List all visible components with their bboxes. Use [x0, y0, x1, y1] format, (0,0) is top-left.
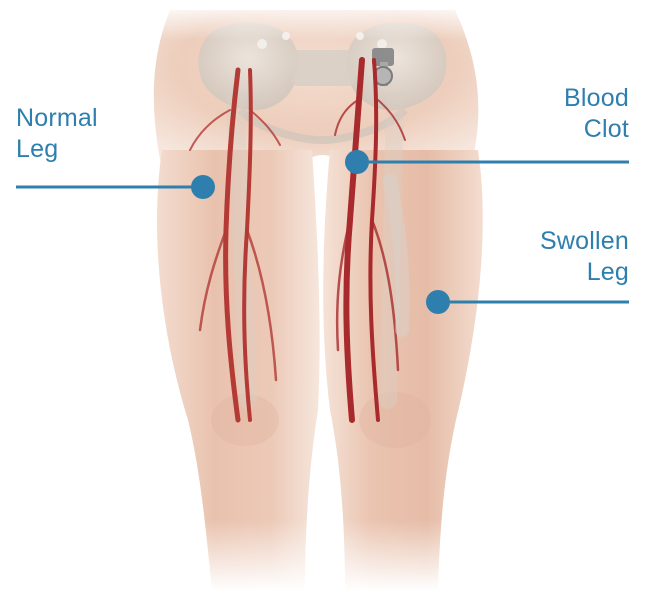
label-blood-clot-line2: Clot [564, 114, 629, 145]
label-swollen-leg-line1: Swollen [540, 226, 629, 257]
label-swollen-leg: Swollen Leg [540, 226, 629, 288]
pointer-dot-icon [345, 150, 369, 174]
label-normal-leg-line2: Leg [16, 134, 98, 165]
label-blood-clot-line1: Blood [564, 83, 629, 114]
pointer-dot-icon [191, 175, 215, 199]
label-blood-clot: Blood Clot [564, 83, 629, 145]
pointer-dot-icon [426, 290, 450, 314]
label-swollen-leg-line2: Leg [540, 257, 629, 288]
label-normal-leg: Normal Leg [16, 103, 98, 165]
label-normal-leg-line1: Normal [16, 103, 98, 134]
